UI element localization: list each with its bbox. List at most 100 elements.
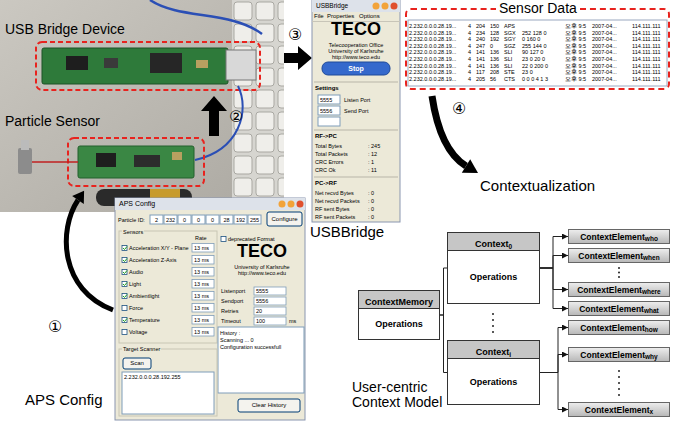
table-cell: STE bbox=[504, 69, 515, 75]
rate-value: 13 ms bbox=[194, 269, 209, 275]
aps-window-frame bbox=[297, 201, 304, 208]
usbbridge-window-frame bbox=[312, 0, 400, 222]
panel-title: Sensor Data bbox=[496, 1, 580, 16]
stat-label: CRC Ok bbox=[315, 167, 335, 173]
table-cell: 141 bbox=[476, 63, 485, 69]
rate-fields bbox=[192, 292, 214, 301]
sensor-checkboxes bbox=[122, 246, 127, 251]
field-value: 100 bbox=[256, 318, 265, 324]
table-cell: 2.232.0.0.0.28.19... bbox=[409, 30, 456, 36]
table-cell: 4 bbox=[468, 63, 471, 69]
connector bbox=[540, 328, 568, 373]
table-cell: SGZ bbox=[504, 43, 515, 49]
table-cell: 114.111.111 bbox=[632, 63, 661, 69]
table-cell: 2.232.0.0.0.28.19... bbox=[409, 23, 456, 29]
ellipsis-dots bbox=[618, 370, 620, 372]
field-label: Send Port bbox=[344, 108, 368, 114]
table-cell: 114.111.111 bbox=[632, 30, 661, 36]
rate-value: 13 ms bbox=[194, 257, 209, 263]
subscript: 0 bbox=[508, 243, 512, 250]
element-box: ContextElementwhat bbox=[568, 301, 670, 316]
stat-value: : 0 bbox=[368, 206, 374, 212]
field-value: 0 bbox=[211, 217, 214, 223]
usbbridge-window-frame bbox=[314, 177, 398, 178]
field-value: 5556 bbox=[256, 298, 268, 304]
table-cell: 240 bbox=[476, 36, 485, 42]
ellipsis-dots bbox=[618, 267, 620, 269]
table-cell: SLI bbox=[504, 63, 512, 69]
usbbridge-window-frame bbox=[391, 3, 398, 10]
flow-arrow bbox=[66, 200, 113, 310]
rate-fields bbox=[192, 244, 214, 337]
field-label: Listen Port bbox=[344, 97, 370, 103]
class-box: ContextiOperations bbox=[447, 340, 540, 405]
table-cell: 114.111.111 bbox=[632, 49, 661, 55]
column-heading: Rate bbox=[195, 235, 207, 241]
ellipsis-dots bbox=[492, 331, 494, 333]
table-cell: 2007-04... bbox=[592, 76, 617, 82]
connector bbox=[540, 256, 568, 269]
table-cell: 2.232.0.0.0.28.19... bbox=[409, 43, 456, 49]
rate-fields bbox=[192, 280, 214, 289]
device-photo bbox=[36, 42, 260, 90]
usbbridge-window-frame bbox=[318, 95, 340, 104]
connector bbox=[440, 268, 447, 315]
table-cell: 23 0 bbox=[522, 69, 533, 75]
flow-arrow bbox=[462, 159, 478, 173]
aps-window-frame bbox=[254, 297, 286, 305]
aps-window-frame bbox=[206, 215, 219, 224]
table-cell: SLI bbox=[504, 56, 512, 62]
window-title: APS Config bbox=[119, 200, 155, 208]
device-photo bbox=[104, 58, 118, 68]
stat-value: : 245 bbox=[368, 143, 380, 149]
table-cell: 2007-04... bbox=[592, 23, 617, 29]
table-cell: 114.111.111 bbox=[632, 56, 661, 62]
table-cell: 0 160 0 bbox=[522, 36, 540, 42]
ellipsis-dots bbox=[618, 394, 620, 396]
connector bbox=[540, 373, 568, 410]
unit-label: ms bbox=[289, 318, 296, 324]
table-cell: 141 bbox=[476, 56, 485, 62]
element-name: ContextElement bbox=[579, 304, 644, 314]
ellipsis-dots bbox=[492, 319, 494, 321]
aps-window-frame bbox=[122, 372, 214, 414]
table-cell: 2007-04... bbox=[592, 36, 617, 42]
check-marks bbox=[123, 271, 127, 274]
aps-window-frame bbox=[220, 215, 233, 224]
table-cell: CTS bbox=[504, 76, 515, 82]
field-value: 5555 bbox=[320, 97, 332, 103]
usbbridge-window-frame bbox=[322, 62, 390, 75]
sensor-name: Acceleration X/Y - Plane bbox=[129, 245, 189, 251]
table-cell: 4 bbox=[468, 43, 471, 49]
callout-number: ② bbox=[229, 108, 243, 126]
ellipsis-dots bbox=[618, 388, 620, 390]
aps-window-frame bbox=[267, 212, 302, 226]
element-box: ContextElementwho bbox=[568, 229, 670, 244]
aps-window-frame bbox=[221, 237, 226, 242]
usbbridge-window-frame bbox=[318, 106, 340, 115]
part-label: USB Bridge Device bbox=[5, 22, 125, 37]
table-cell: 114.111.111 bbox=[632, 69, 661, 75]
table-cell: 2007-04... bbox=[592, 63, 617, 69]
aps-window-frame bbox=[115, 198, 305, 420]
device-photo bbox=[78, 146, 194, 178]
sensor-checkboxes bbox=[122, 294, 127, 299]
class-box: Context0Operations bbox=[447, 232, 540, 304]
usbbridge-window-frame bbox=[314, 130, 398, 131]
table-cell: 114.111.111 bbox=[632, 76, 661, 82]
element-name: ContextElement bbox=[577, 285, 642, 295]
class-name: Context bbox=[475, 239, 509, 249]
device-photo bbox=[195, 86, 243, 160]
section-heading: Contextualization bbox=[480, 178, 595, 195]
stat-label: RF sent Bytes bbox=[315, 206, 350, 212]
ellipsis-dots bbox=[618, 276, 620, 278]
flow-arrow bbox=[201, 96, 227, 136]
rate-value: 13 ms bbox=[194, 293, 209, 299]
device-photo bbox=[0, 0, 284, 212]
aps-window-frame bbox=[119, 231, 217, 343]
rate-fields bbox=[192, 244, 214, 253]
field-value: 20 bbox=[256, 308, 262, 314]
window-caption: APS Config bbox=[25, 392, 103, 409]
sensor-checkboxes bbox=[122, 330, 127, 335]
usbbridge-window-frame bbox=[314, 82, 398, 83]
